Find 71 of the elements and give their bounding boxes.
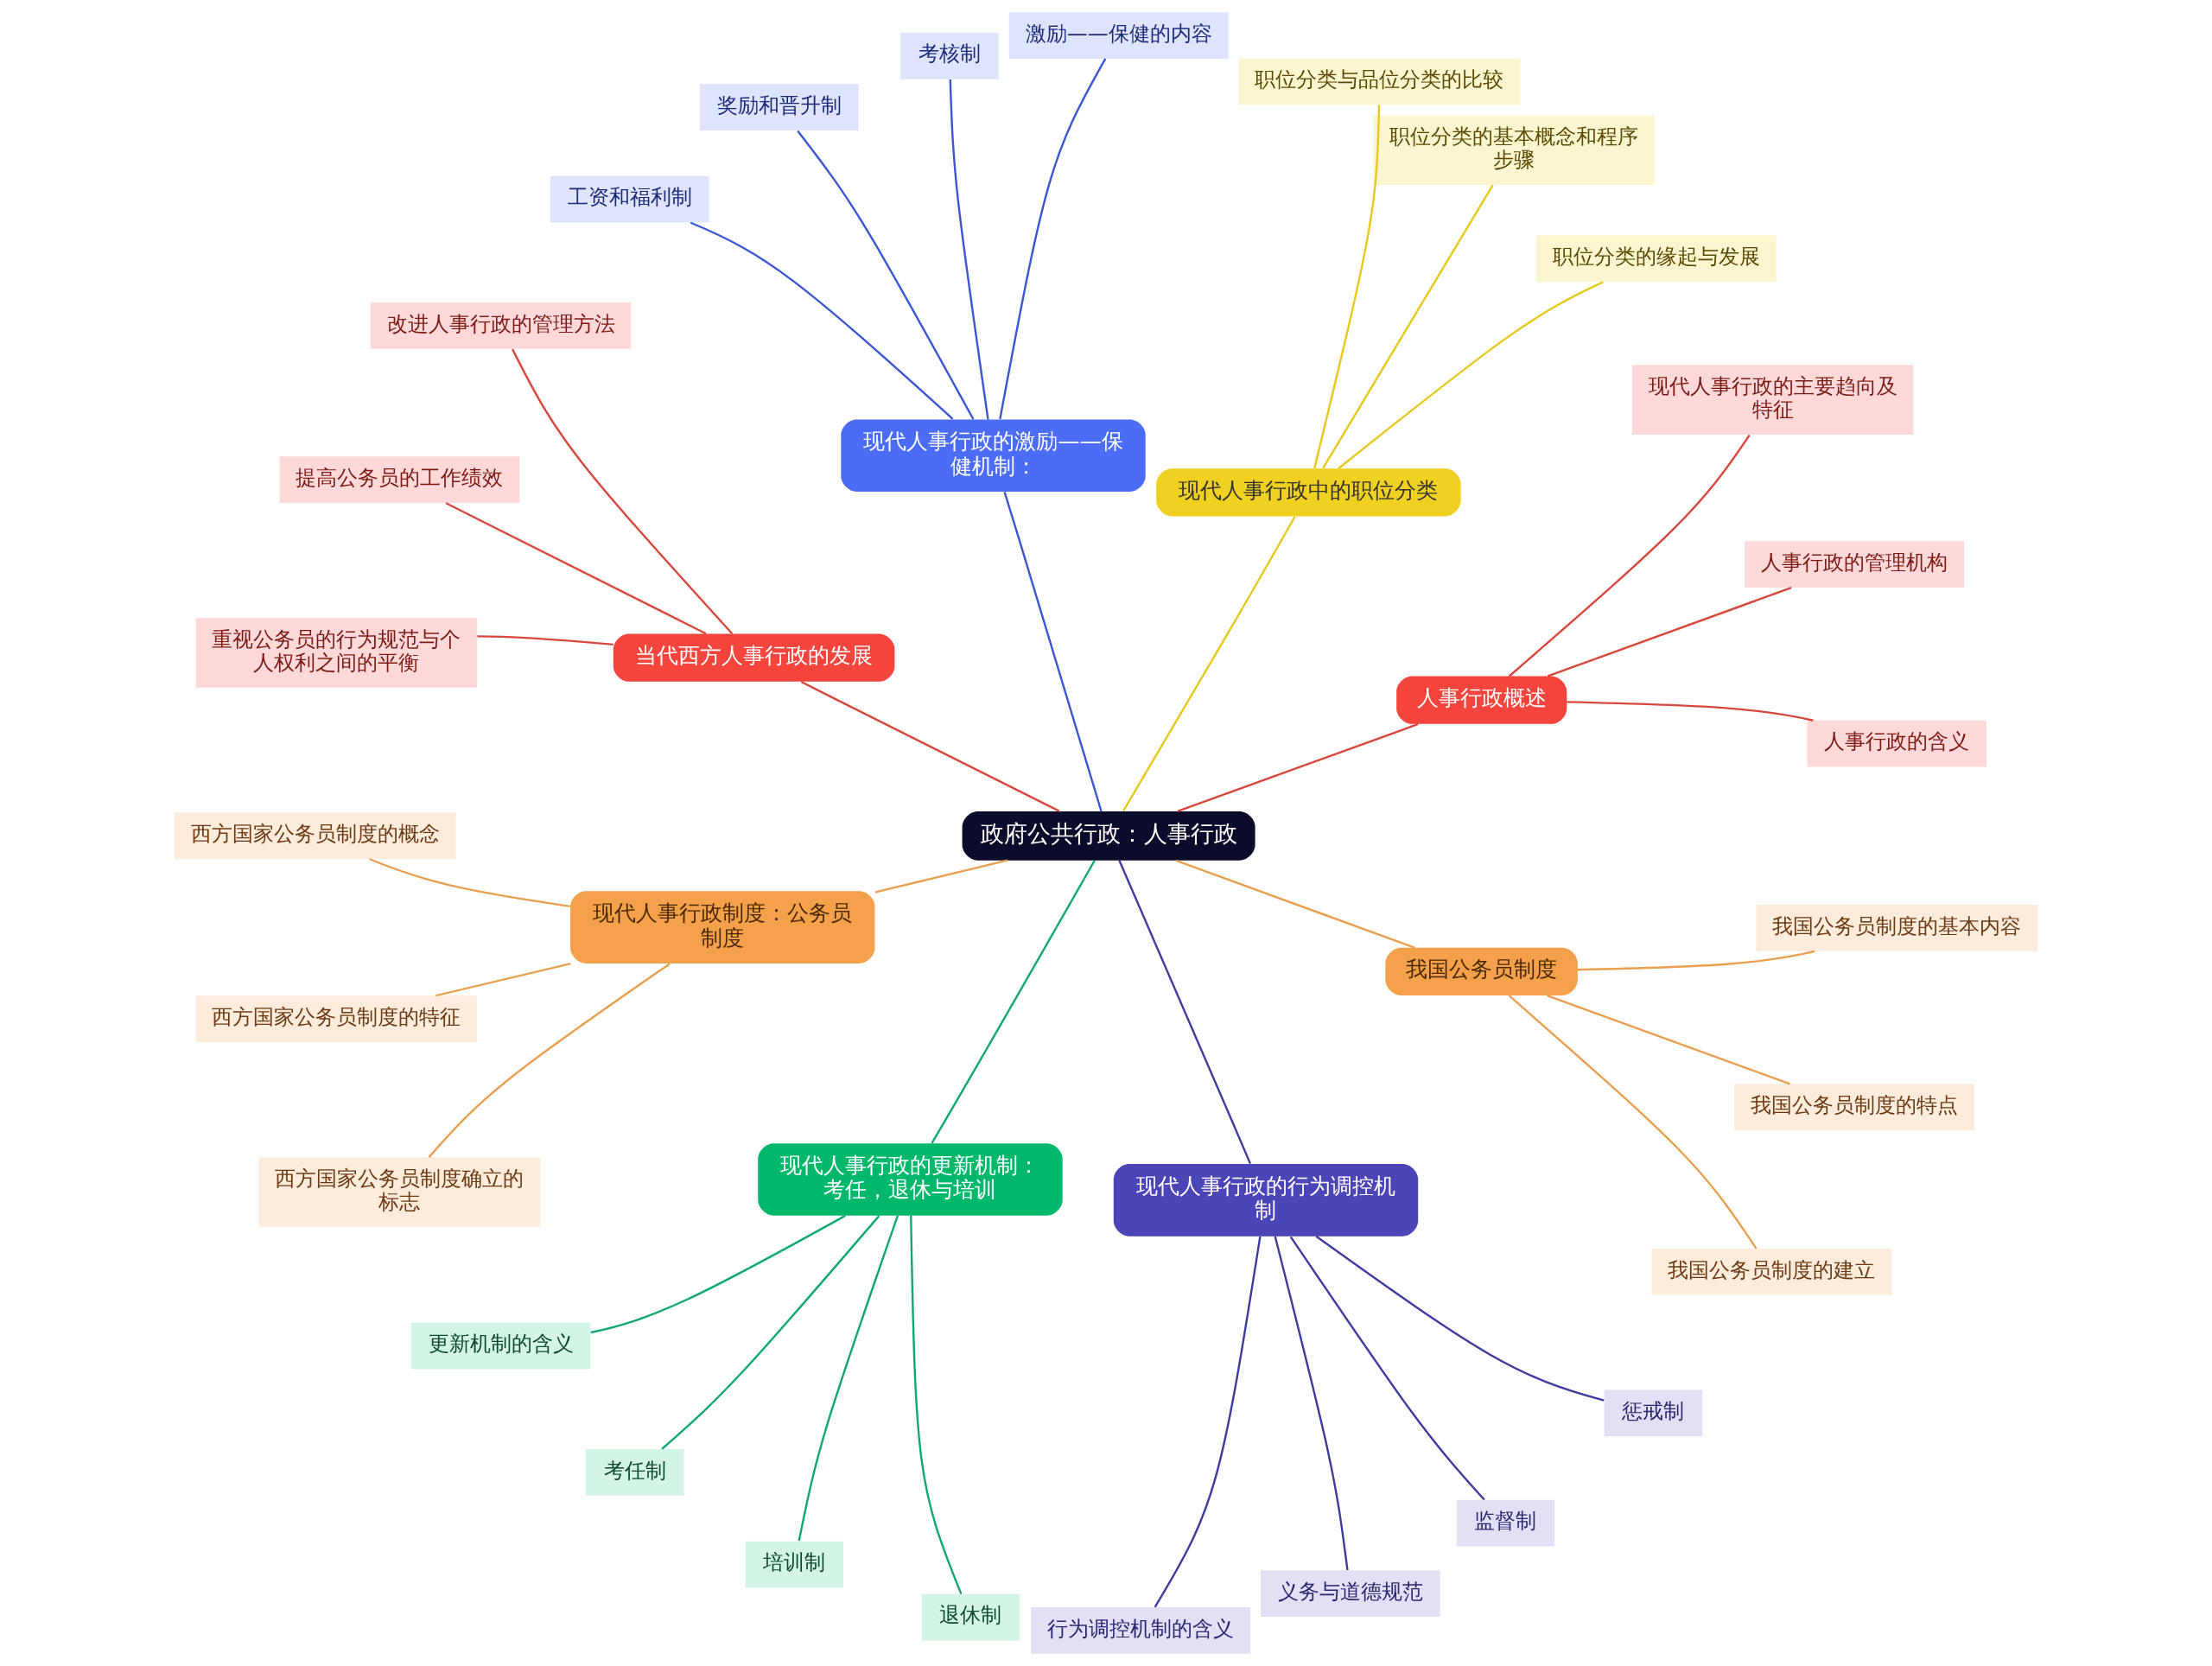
- connector: [874, 859, 1008, 893]
- connector: [800, 680, 1060, 812]
- connector: [798, 1215, 899, 1542]
- connector: [1313, 105, 1381, 469]
- node-box: 职位分类的缘起与发展: [1535, 235, 1777, 283]
- node-box: 考核制: [900, 32, 999, 79]
- node-box: 职位分类与品位分类的比较: [1238, 58, 1521, 105]
- connector: [910, 1215, 963, 1595]
- node-box: 我国公务员制度: [1385, 947, 1578, 995]
- connector: [1508, 434, 1751, 677]
- node-box: 西方国家公务员制度的概念: [174, 812, 456, 860]
- node-box: 现代人事行政中的职位分类: [1156, 468, 1461, 517]
- node-box: 奖励和晋升制: [700, 84, 859, 130]
- connector: [1289, 1236, 1485, 1501]
- connector: [1122, 516, 1296, 812]
- connector: [445, 502, 707, 635]
- node-box: 西方国家公务员制度确立的标志: [258, 1157, 541, 1227]
- connector: [1508, 995, 1758, 1250]
- node-box: 我国公务员制度的基本内容: [1756, 905, 2038, 951]
- connector: [1175, 859, 1415, 949]
- node-box: 惩戒制: [1604, 1389, 1703, 1437]
- connector: [1567, 701, 1814, 722]
- connector: [435, 962, 571, 997]
- node-box: 激励——保健的内容: [1008, 12, 1229, 59]
- node-box: 行为调控机制的含义: [1031, 1607, 1251, 1654]
- connector: [590, 1214, 846, 1334]
- node-box: 人事行政的管理机构: [1745, 541, 1965, 588]
- node-box: 政府公共行政：人事行政: [962, 811, 1255, 861]
- connector: [1177, 722, 1419, 812]
- connector: [690, 221, 954, 420]
- connector: [797, 130, 975, 420]
- node-box: 我国公务员制度的建立: [1651, 1249, 1892, 1295]
- connector: [1003, 492, 1103, 812]
- connector: [1322, 184, 1494, 469]
- node-box: 义务与道德规范: [1261, 1570, 1440, 1618]
- node-box: 重视公务员的行为规范与个人权利之间的平衡: [195, 618, 478, 688]
- node-box: 现代人事行政的激励——保健机制：: [841, 419, 1146, 492]
- connector: [1274, 1236, 1349, 1571]
- node-box: 培训制: [745, 1541, 844, 1588]
- connector: [949, 79, 989, 420]
- node-box: 更新机制的含义: [410, 1322, 591, 1370]
- node-box: 现代人事行政的行为调控机制: [1113, 1164, 1419, 1237]
- connector: [1338, 281, 1604, 470]
- connector: [1547, 994, 1790, 1085]
- connector: [661, 1215, 880, 1450]
- connector: [1315, 1235, 1605, 1402]
- connector: [931, 860, 1096, 1144]
- node-box: 当代西方人事行政的发展: [613, 633, 895, 682]
- node-box: 现代人事行政制度：公务员制度: [570, 891, 875, 963]
- node-box: 退休制: [921, 1593, 1020, 1641]
- node-box: 考任制: [585, 1449, 684, 1496]
- node-box: 监督制: [1456, 1499, 1555, 1547]
- node-box: 我国公务员制度的特点: [1734, 1084, 1974, 1131]
- node-box: 职位分类的基本概念和程序步骤: [1373, 115, 1656, 185]
- node-box: 现代人事行政的主要趋向及特征: [1631, 365, 1914, 435]
- node-box: 西方国家公务员制度的特征: [195, 995, 478, 1042]
- connector: [512, 348, 734, 635]
- connector: [428, 963, 671, 1158]
- connector: [369, 858, 571, 908]
- node-box: 提高公务员的工作绩效: [279, 456, 520, 503]
- connector: [1118, 860, 1252, 1165]
- connector: [1547, 586, 1792, 677]
- node-box: 现代人事行政的更新机制：考任，退休与培训: [758, 1143, 1063, 1216]
- node-box: 人事行政概述: [1396, 676, 1567, 724]
- node-box: 工资和福利制: [550, 175, 709, 223]
- node-box: 改进人事行政的管理方法: [370, 302, 632, 349]
- connector: [1577, 950, 1815, 971]
- connector: [477, 635, 613, 646]
- connector: [1154, 1236, 1262, 1608]
- connector: [999, 58, 1107, 420]
- node-box: 人事行政的含义: [1807, 720, 1987, 767]
